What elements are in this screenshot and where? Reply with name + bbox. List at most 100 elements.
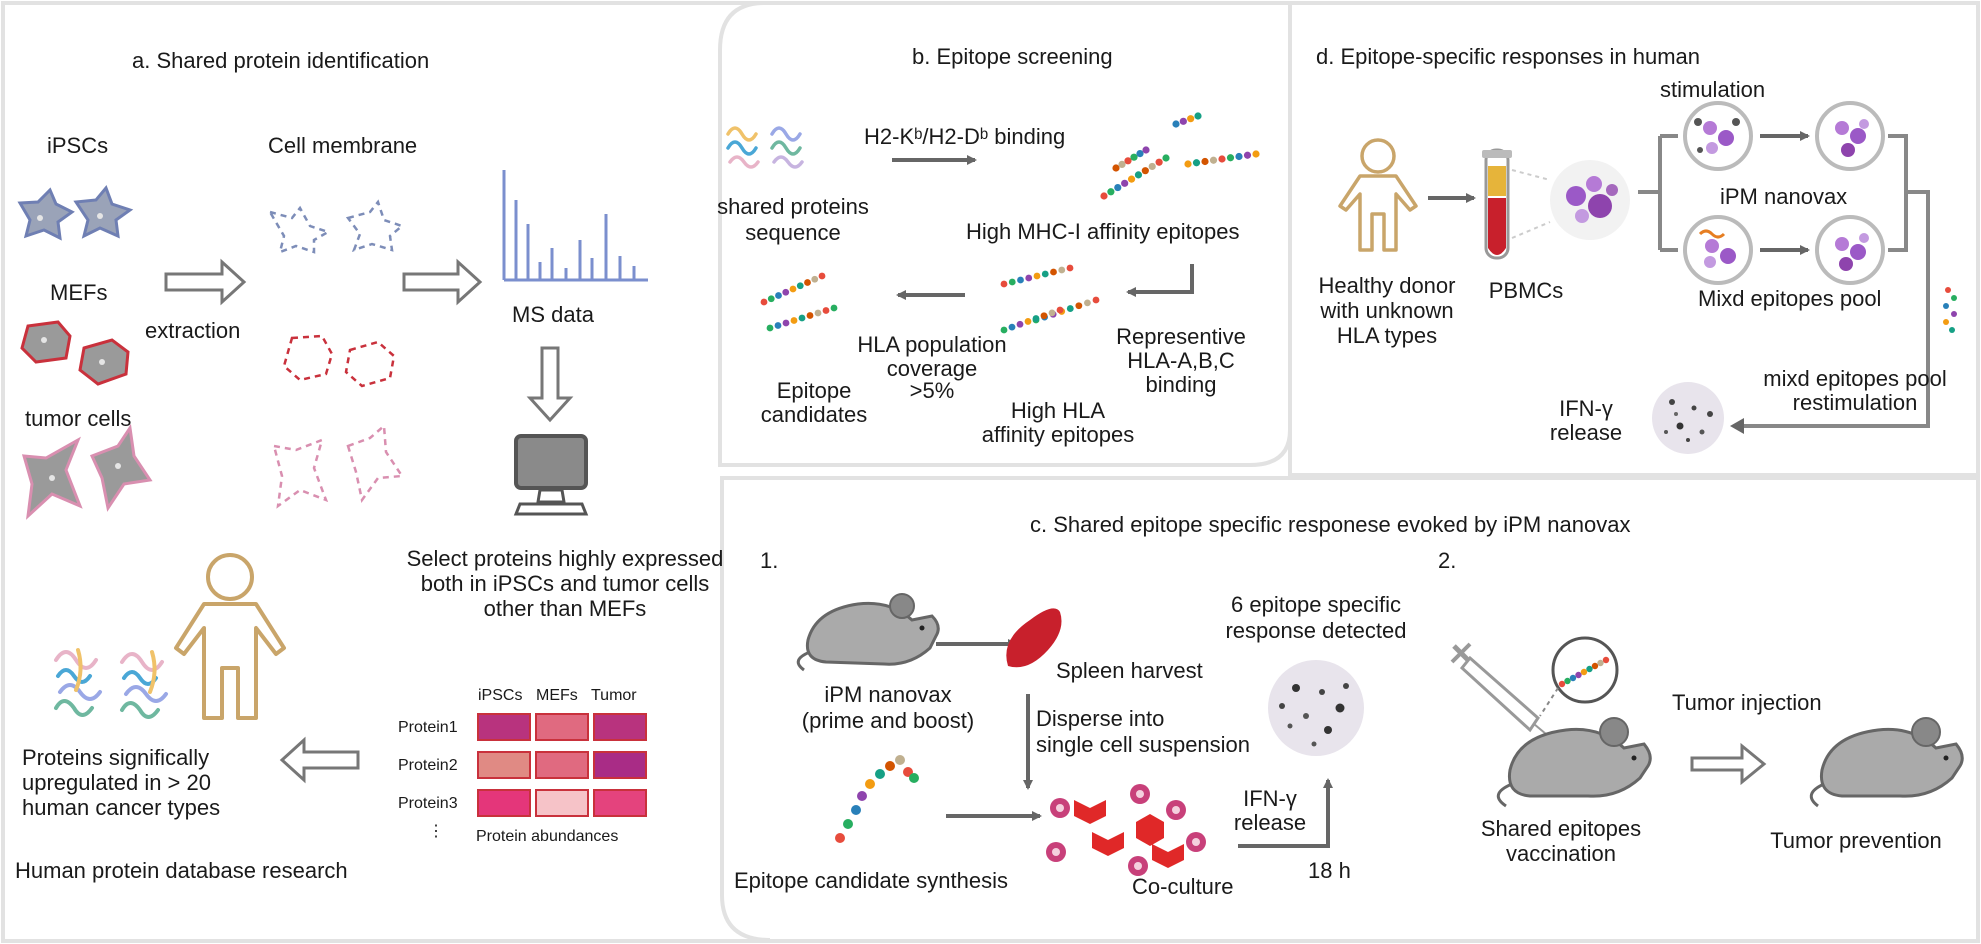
peptide-bead [1192, 159, 1201, 167]
elispot-well-icon [1268, 660, 1364, 756]
peptide-bead [775, 292, 782, 299]
syringe-icon [1450, 642, 1559, 745]
panel-a: a. Shared protein identification iPSCs C… [15, 48, 723, 883]
peptide-bead [1580, 668, 1588, 676]
upregulated-text-1: Proteins significally [22, 745, 209, 770]
block-arrow-down [526, 346, 574, 423]
petri-dish-icon [1815, 101, 1885, 171]
peptide-bead [1127, 175, 1136, 183]
peptide-bead [1112, 164, 1120, 172]
peptide-bead [814, 309, 822, 317]
peptide-bead [1162, 154, 1170, 162]
step-1-label: 1. [760, 548, 778, 573]
computer-icon [513, 434, 589, 516]
peptide-bead [1032, 315, 1040, 322]
heatmap-cell [535, 751, 589, 779]
extraction-label: extraction [145, 318, 240, 343]
peptide-bead [1235, 152, 1243, 161]
cell-icon [78, 338, 130, 386]
representive-text-1: Representive [1116, 324, 1246, 349]
peptide-bead [1100, 192, 1108, 200]
peptide-bead [1179, 117, 1187, 125]
representive-text-3: binding [1146, 372, 1217, 397]
heatmap-cell [593, 789, 647, 817]
peptide-chain-icon [1100, 112, 1260, 200]
peptide-bead [774, 322, 782, 329]
spleen-label: Spleen harvest [1056, 658, 1203, 683]
heatmap-row-3: Protein3 [398, 795, 458, 812]
block-arrow-left [279, 736, 360, 784]
restim-text-1: mixd epitopes pool [1763, 366, 1946, 391]
shared-proteins-text-1: shared proteins [717, 194, 869, 219]
peptide-bead [1252, 150, 1260, 158]
peptide-bead [1187, 115, 1195, 123]
mouse-icon [1496, 717, 1652, 808]
ipm-nanovax-c-2: (prime and boost) [802, 708, 974, 733]
petri-dish-icon [1815, 215, 1885, 285]
peptide-bead [1184, 160, 1192, 168]
peptide-bead [1048, 309, 1056, 317]
peptide-bead [1201, 157, 1209, 166]
blood-tube-icon [1482, 148, 1512, 260]
peptide-bead [782, 288, 790, 296]
peptide-bead [1943, 303, 1949, 309]
peptide-bead [1155, 158, 1163, 166]
peptide-bead [1945, 287, 1951, 293]
heatmap-cell [477, 789, 531, 817]
step-2-label: 2. [1438, 548, 1456, 573]
peptide-chain-icon [1558, 656, 1610, 688]
mefs-label: MEFs [50, 280, 107, 305]
heatmap-cell [535, 713, 589, 741]
hla-population-text-3: >5% [910, 378, 955, 403]
peptide-bead [1569, 674, 1577, 682]
peptide-bead [1951, 295, 1957, 301]
block-arrow-right [164, 258, 247, 306]
peptide-chain-icon [1000, 264, 1100, 334]
panel-d: d. Epitope-specific responses in human s… [1316, 44, 1957, 454]
peptide-bead [798, 314, 806, 322]
peptide-bead [1575, 671, 1582, 679]
pbmcs-label: PBMCs [1489, 278, 1564, 303]
vaccination-text-2: vaccination [1506, 841, 1616, 866]
peptide-bead [1586, 665, 1593, 673]
peptide-bead [1951, 311, 1957, 317]
peptide-bead [1597, 659, 1604, 667]
heatmap-col-mefs: MEFs [536, 687, 578, 704]
peptide-bead [1000, 326, 1008, 334]
peptide-bead [782, 319, 790, 327]
peptide-bead [875, 769, 885, 779]
hours-label: 18 h [1308, 858, 1351, 883]
cell-icon [17, 187, 75, 241]
coculture-label: Co-culture [1132, 874, 1233, 899]
mouse-icon [1809, 717, 1964, 808]
block-arrow-right [1690, 742, 1767, 786]
peptide-bead [818, 272, 826, 280]
peptide-bead [767, 295, 775, 303]
peptide-bead [1000, 280, 1008, 288]
ipm-nanovax-c-1: iPM nanovax [824, 682, 951, 707]
peptide-bead [1226, 154, 1235, 162]
panel-d-frame [1288, 3, 1978, 477]
peptide-bead [790, 317, 798, 324]
peptide-bead [885, 761, 895, 771]
peptide-bead [1148, 162, 1156, 171]
detected-text-2: response detected [1225, 618, 1406, 643]
heatmap-row-1: Protein1 [398, 719, 458, 736]
peptide-bead [806, 312, 814, 319]
peptide-bead [1092, 296, 1100, 304]
peptide-bead [1130, 153, 1138, 161]
membrane-fragment-icon [346, 423, 405, 503]
peptide-bead [857, 791, 867, 801]
disperse-text-1: Disperse into [1036, 706, 1164, 731]
peptide-bead [811, 275, 819, 283]
peptide-bead [1564, 677, 1571, 685]
peptide-bead [1050, 268, 1057, 276]
zoom-lines [1511, 169, 1551, 239]
ifn-text-c-1: IFN-γ [1243, 786, 1297, 811]
peptide-bead [1025, 274, 1033, 282]
select-text-3: other than MEFs [484, 596, 647, 621]
mouse-icon [796, 593, 940, 672]
peptide-bead [1134, 171, 1143, 179]
panel-b: b. Epitope screening shared proteins seq… [717, 44, 1260, 447]
